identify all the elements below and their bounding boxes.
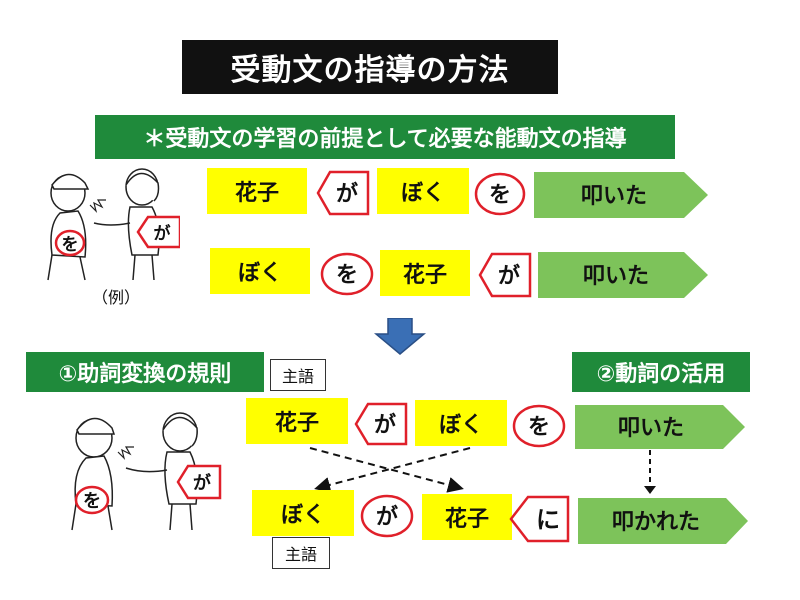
top-row2-ga-text: が [498, 263, 520, 289]
boy-figure [47, 173, 90, 281]
top-row1-wo-circle: を [474, 172, 526, 216]
bottom-row1-wo-circle: を [512, 404, 566, 448]
rule1-banner: ①助詞変換の規則 [26, 352, 264, 392]
bottom-row2-verb-arrow: 叩かれた [578, 498, 748, 544]
top-row1-subject: 花子 [207, 168, 307, 214]
illus-wo-circle [54, 229, 86, 257]
down-arrow-icon [374, 318, 426, 355]
bottom-row2-ni-text: に [536, 506, 560, 534]
bottom-row1-object: ぼく [415, 400, 507, 446]
illus-wo-text: を [83, 491, 101, 512]
top-row2-verb-text: 叩いた [583, 264, 649, 289]
top-row2-verb-arrow: 叩いた [538, 252, 708, 298]
top-row1-wo-text: を [489, 183, 511, 208]
top-row2-wo-circle: を [320, 252, 374, 296]
top-row1-ga-chevron: が [316, 170, 370, 216]
top-row1-object: ぼく [377, 168, 469, 214]
top-row2-subject: ぼく [210, 248, 310, 294]
top-row1-ga-text: が [336, 181, 358, 207]
illus-wo-text: を [62, 235, 79, 255]
bottom-row2-ni-chevron: に [509, 495, 570, 543]
bottom-row2-subject: ぼく [252, 490, 354, 536]
illus-ga-text: が [193, 472, 211, 494]
bottom-row1-verb-text: 叩いた [618, 416, 684, 441]
illus-ga-chevron [176, 464, 222, 500]
bottom-illustration: を が [71, 412, 222, 531]
illus-wo-circle [74, 485, 110, 515]
top-row2-ga-chevron: が [478, 252, 532, 298]
bottom-row1-subject: 花子 [246, 398, 348, 444]
subject-label-bottom: 主語 [272, 537, 330, 569]
bottom-row2-ga-circle: が [360, 494, 414, 538]
page-title: 受動文の指導の方法 [182, 40, 558, 94]
top-row2-object: 花子 [380, 250, 470, 296]
verb-change-arrow [644, 450, 656, 494]
arrow-subject-to-object [309, 447, 464, 493]
impact-mark [117, 446, 134, 460]
subject-label-top: 主語 [270, 359, 326, 391]
rule2-banner: ②動詞の活用 [572, 352, 750, 392]
bottom-row1-ga-chevron: が [354, 402, 408, 446]
bottom-row2-object: 花子 [422, 494, 512, 540]
impact-mark [89, 199, 106, 213]
bottom-row1-wo-text: を [528, 415, 550, 440]
crossing-arrows [309, 447, 471, 493]
example-label: （例） [92, 288, 141, 307]
bottom-row1-verb-arrow: 叩いた [575, 405, 745, 449]
bottom-row1-ga-text: が [374, 412, 396, 438]
top-row1-verb-text: 叩いた [581, 184, 647, 209]
top-row1-verb-arrow: 叩いた [534, 172, 708, 218]
top-illustration: を が [47, 168, 180, 281]
subtitle-banner: ＊受動文の学習の前提として必要な能動文の指導 [95, 115, 675, 159]
bottom-row2-ga-text: が [376, 504, 398, 530]
bottom-row2-verb-text: 叩かれた [612, 510, 700, 535]
top-row2-wo-text: を [336, 263, 358, 288]
illus-ga-text: が [154, 223, 171, 244]
illus-ga-chevron [136, 215, 180, 249]
arrow-object-to-subject [314, 447, 471, 493]
